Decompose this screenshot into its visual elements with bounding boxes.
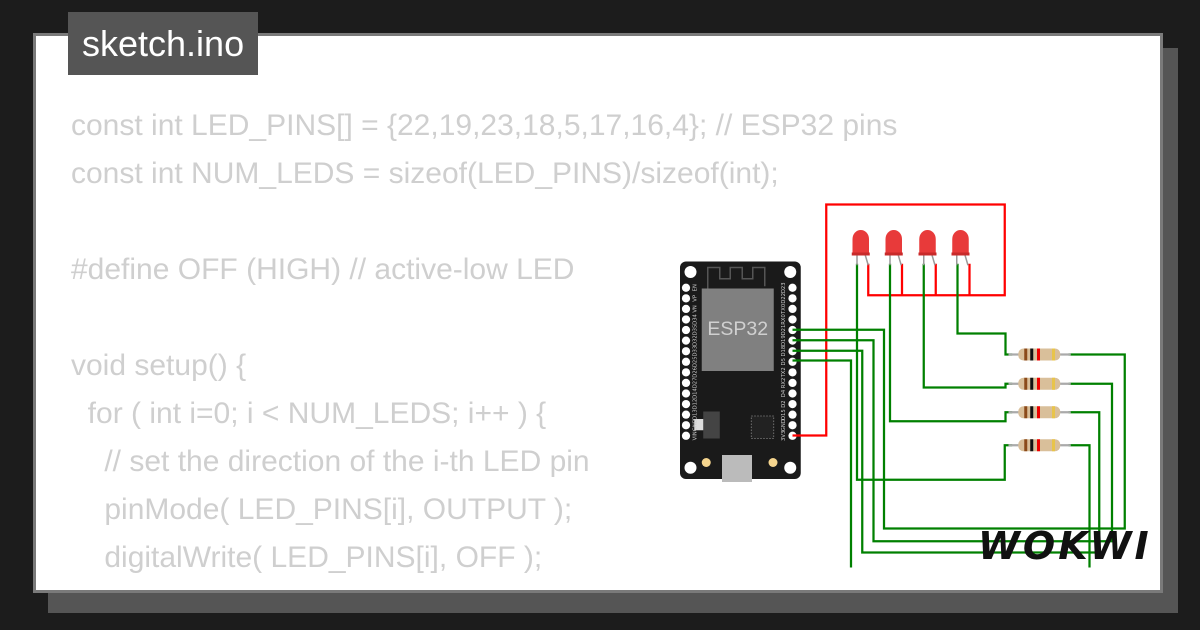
pin-d12[interactable] (681, 399, 691, 409)
pin-label: D32 (693, 335, 699, 346)
pin-d25[interactable] (681, 357, 691, 366)
pin-label: D21 (781, 325, 787, 336)
code-line: void setup() { (71, 349, 247, 382)
reset-button (768, 458, 778, 467)
pin-label: D33 (693, 346, 699, 357)
pin-d5[interactable] (788, 357, 797, 366)
resistor-2[interactable] (1008, 377, 1071, 390)
code-line: } (71, 582, 897, 590)
wokwi-logo: WOKWI (978, 524, 1152, 568)
code-line: pinMode( LED_PINS[i], OUTPUT ); (71, 493, 573, 526)
pin-label: D13 (693, 409, 699, 420)
pin-d27[interactable] (681, 378, 691, 388)
resistor-1[interactable] (1008, 348, 1071, 361)
power-wire (792, 203, 1006, 437)
boot-button (701, 458, 711, 467)
pin-label: D23 (781, 282, 787, 293)
pin-label: D19 (781, 335, 787, 346)
pin-d23[interactable] (788, 283, 797, 292)
pin-d35[interactable] (681, 325, 691, 335)
pin-label: D2 (781, 400, 787, 407)
pin-d33[interactable] (681, 347, 691, 356)
pin-label: VP (693, 295, 699, 302)
pin-label: D22 (781, 293, 787, 304)
pin-label: D25 (693, 356, 699, 367)
file-tab: sketch.ino (68, 12, 259, 75)
esp32-chip (701, 288, 774, 371)
pin-label: 3V3 (781, 431, 787, 441)
pin-d34[interactable] (681, 315, 691, 324)
pin-label: GND (693, 419, 699, 431)
pin-label: TX0 (781, 304, 787, 315)
pin-tx0[interactable] (788, 304, 797, 314)
pin-vp[interactable] (681, 294, 691, 303)
code-line: for ( int i=0; i < NUM_LEDS; i++ ) { (71, 397, 547, 430)
code-line: #define OFF (HIGH) // active-low LED (71, 253, 575, 286)
led-3[interactable] (918, 230, 937, 266)
pin-label: GND (781, 419, 787, 431)
pin-label: VIN (693, 431, 699, 440)
pin-gnd[interactable] (681, 421, 691, 430)
pin-d14[interactable] (681, 389, 691, 398)
pin-label: D15 (781, 409, 787, 420)
pin-label: EN (693, 284, 699, 291)
pin-tx2[interactable] (788, 368, 797, 377)
code-line: const int LED_PINS[] = {22,19,23,18,5,17… (71, 109, 898, 142)
pin-label: D14 (693, 387, 699, 398)
pin-label: D35 (693, 325, 699, 336)
pin-en[interactable] (681, 283, 691, 292)
pin-label: TX2 (781, 367, 787, 378)
preview-card: const int LED_PINS[] = {22,19,23,18,5,17… (33, 33, 1163, 593)
pin-d15[interactable] (788, 410, 797, 419)
chip-label: ESP32 (707, 318, 768, 340)
pin-label: D5 (781, 358, 787, 365)
pin-d4[interactable] (788, 389, 797, 398)
pin-label: RX2 (781, 378, 787, 389)
pin-d13[interactable] (681, 410, 691, 419)
pin-label: RX0 (781, 314, 787, 325)
pin-rx0[interactable] (788, 315, 797, 324)
pin-d22[interactable] (788, 294, 797, 303)
pin-gnd[interactable] (788, 421, 797, 430)
pin-label: D27 (693, 378, 699, 389)
pin-label: D4 (781, 389, 787, 397)
pin-vn[interactable] (681, 304, 691, 314)
led-2[interactable] (884, 230, 903, 266)
pin-label: D12 (693, 399, 699, 410)
resistor-3[interactable] (1008, 406, 1071, 419)
pin-d26[interactable] (681, 368, 691, 377)
led-4[interactable] (951, 230, 970, 266)
pin-rx2[interactable] (788, 378, 797, 388)
signal-wires (792, 263, 1126, 568)
code-line: digitalWrite( LED_PINS[i], OFF ); (71, 541, 543, 574)
pin-d32[interactable] (681, 336, 691, 345)
code-line: // set the direction of the i-th LED pin (71, 445, 590, 478)
code-line: const int NUM_LEDS = sizeof(LED_PINS)/si… (71, 157, 779, 190)
resistor-4[interactable] (1008, 439, 1071, 452)
code-listing: const int LED_PINS[] = {22,19,23,18,5,17… (71, 102, 898, 590)
pin-vin[interactable] (681, 431, 691, 440)
usb-port (722, 455, 752, 482)
pin-label: D34 (693, 313, 699, 324)
esp32-board[interactable]: ESP32 ENVPVND34D35D32D33D25D26D27D14D12D… (680, 261, 801, 483)
led-1[interactable] (851, 230, 870, 266)
pin-d2[interactable] (788, 399, 797, 409)
pin-label: D26 (693, 366, 699, 377)
pin-label: VN (693, 305, 699, 313)
pin-label: D18 (781, 346, 787, 357)
